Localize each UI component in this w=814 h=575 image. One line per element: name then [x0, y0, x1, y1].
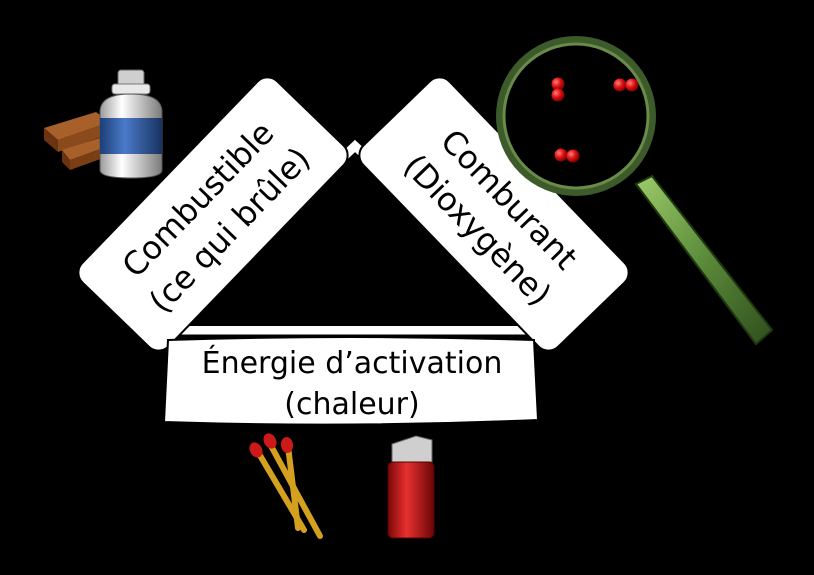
lighter-icon — [387, 435, 435, 539]
magnifying-glass-icon — [496, 36, 774, 346]
gas-bottle-icon — [99, 69, 163, 179]
oxygen-molecule-icon — [551, 77, 639, 163]
energie-sublabel: (chaleur) — [284, 387, 419, 422]
energie-panel: Énergie d’activation (chaleur) — [162, 336, 540, 426]
energie-label: Énergie d’activation — [202, 345, 503, 381]
matches-icon — [249, 433, 323, 539]
